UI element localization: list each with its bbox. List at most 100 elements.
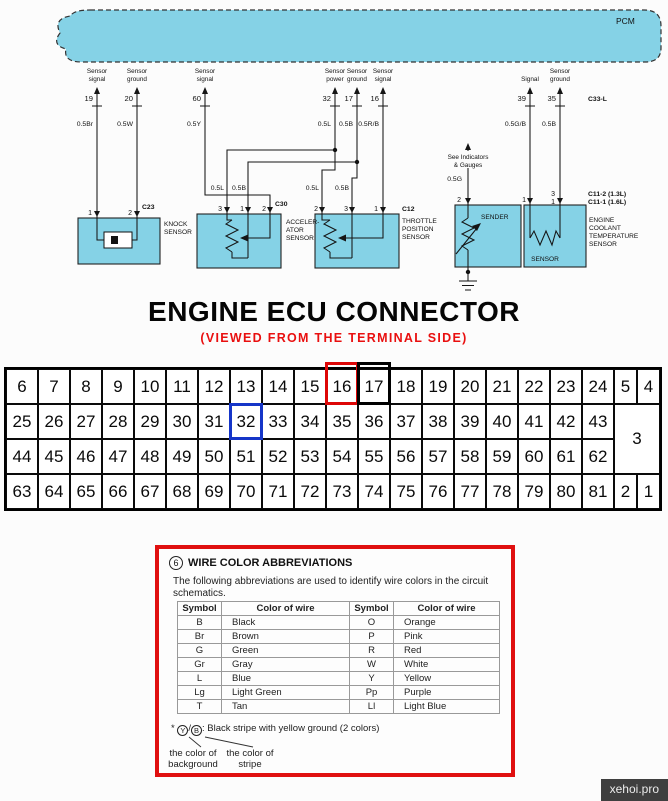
pcm-band: PCM — [56, 9, 662, 63]
wire-color-label: 0.5L — [211, 185, 224, 192]
color-name: Orange — [393, 615, 500, 630]
ecu-pin-81: 81 — [582, 474, 614, 509]
color-table-title: WIRE COLOR ABBREVIATIONS — [188, 557, 353, 569]
pcm-pin-labels: Sensor signal 19 0.5Br Sensor ground 20 … — [77, 68, 607, 128]
sensor-connector-label: C30 — [275, 201, 288, 208]
ecu-pin-9: 9 — [102, 369, 134, 404]
pcm-signal-label: Sensor — [195, 68, 216, 75]
ecu-pin-25: 25 — [6, 404, 38, 439]
wire-color-label: 0.5R/B — [358, 121, 379, 128]
ecu-pin-53: 53 — [294, 439, 326, 474]
ecu-pin-33: 33 — [262, 404, 294, 439]
ecu-pin-1: 1 — [637, 474, 660, 509]
color-table-header: Symbol — [177, 601, 222, 616]
pcm-signal-label: Sensor — [550, 68, 571, 75]
wire-color-label: 0.5B — [232, 185, 246, 192]
sensor-name: POSITION — [402, 226, 434, 233]
color-symbol: Lg — [177, 685, 222, 700]
ecu-pin-5: 5 — [614, 369, 637, 404]
ecu-pin-63: 63 — [6, 474, 38, 509]
connector-subtitle: (VIEWED FROM THE TERMINAL SIDE) — [200, 331, 468, 345]
sensor-pin-number: 2 — [314, 206, 318, 213]
color-name: Purple — [393, 685, 500, 700]
ecu-pin-72: 72 — [294, 474, 326, 509]
ecu-pin-31: 31 — [198, 404, 230, 439]
ecu-pin-28: 28 — [102, 404, 134, 439]
ecu-pin-77: 77 — [454, 474, 486, 509]
ecu-pin-46: 46 — [70, 439, 102, 474]
ecu-pin-45: 45 — [38, 439, 70, 474]
ecu-pin-38: 38 — [422, 404, 454, 439]
pcm-pin-number: 19 — [85, 94, 93, 103]
watermark: xehoi.pro — [600, 779, 668, 801]
wire-color-label: 0.5B — [335, 185, 349, 192]
color-symbol: R — [349, 643, 394, 658]
sensor-pin-number: 1 — [88, 210, 92, 217]
ecu-pin-13: 13 — [230, 369, 262, 404]
circled-letter-Y: Y — [177, 725, 189, 736]
ecu-pin-65: 65 — [70, 474, 102, 509]
color-table-description: The following abbreviations are used to … — [173, 576, 489, 599]
ecu-pin-70: 70 — [230, 474, 262, 509]
branch-labels: 0.5L 0.5B 0.5L 0.5B 0.5G See Indicators … — [211, 154, 489, 192]
sensor-connector-label: C11-2 (1.3L) — [588, 191, 626, 198]
pcm-signal-label: Sensor — [87, 68, 108, 75]
sensor-name: SENSOR — [531, 256, 559, 263]
ecu-pin-32: 32 — [229, 403, 263, 440]
sensor-pin-number: 2 — [262, 206, 266, 213]
sensor-connector-label: C12 — [402, 206, 415, 213]
wire-arrows — [94, 87, 563, 242]
ecu-pin-74: 74 — [358, 474, 390, 509]
color-name: Brown — [221, 629, 350, 644]
sensor-name: SENSOR — [402, 234, 430, 241]
ecu-pin-71: 71 — [262, 474, 294, 509]
pcm-signal-label: Sensor — [325, 68, 346, 75]
color-symbol: W — [349, 657, 394, 672]
color-symbol: G — [177, 643, 222, 658]
sensor-pin-number: 2 — [128, 210, 132, 217]
pcm-pin-number: 17 — [345, 94, 353, 103]
color-name: Pink — [393, 629, 500, 644]
ecu-pin-61: 61 — [550, 439, 582, 474]
ecu-pin-15: 15 — [294, 369, 326, 404]
sensor-pin-number: 1 — [522, 197, 526, 204]
ecu-pin-39: 39 — [454, 404, 486, 439]
wire-color-label: 0.5B — [542, 121, 556, 128]
ecu-pin-37: 37 — [390, 404, 422, 439]
sensor-name: SENSOR — [164, 229, 192, 236]
stripe-note: * Y/B: Black stripe with yellow ground (… — [171, 723, 379, 736]
pcm-signal-label: signal — [197, 76, 214, 83]
ecu-pin-20: 20 — [454, 369, 486, 404]
ecu-pin-62: 62 — [582, 439, 614, 474]
ecu-pin-66: 66 — [102, 474, 134, 509]
note-slash: / — [188, 723, 191, 734]
color-name: Tan — [221, 699, 350, 714]
sensor-pin-number: 3 — [218, 206, 222, 213]
ecu-pin-48: 48 — [134, 439, 166, 474]
ecu-pin-67: 67 — [134, 474, 166, 509]
ecu-pin-49: 49 — [166, 439, 198, 474]
color-name: White — [393, 657, 500, 672]
legend-background: the color of background — [161, 748, 225, 771]
ecu-pin-11: 11 — [166, 369, 198, 404]
gauge-note-backing — [437, 151, 499, 168]
color-symbol: T — [177, 699, 222, 714]
sensor-name: SENSOR — [286, 235, 314, 242]
wire-color-label: 0.5Br — [77, 121, 94, 128]
pcm-signal-label: ground — [127, 76, 147, 83]
ecu-pin-18: 18 — [390, 369, 422, 404]
color-name: Light Green — [221, 685, 350, 700]
ecu-pin-55: 55 — [358, 439, 390, 474]
sensor-pin-number: 1 — [240, 206, 244, 213]
sensor-name: SENSOR — [589, 241, 617, 248]
color-symbol: B — [177, 615, 222, 630]
pcm-signal-label: signal — [89, 76, 106, 83]
ecu-pin-50: 50 — [198, 439, 230, 474]
wire-color-label: 0.5G — [447, 176, 462, 183]
ecu-pin-73: 73 — [326, 474, 358, 509]
ecu-pin-59: 59 — [486, 439, 518, 474]
